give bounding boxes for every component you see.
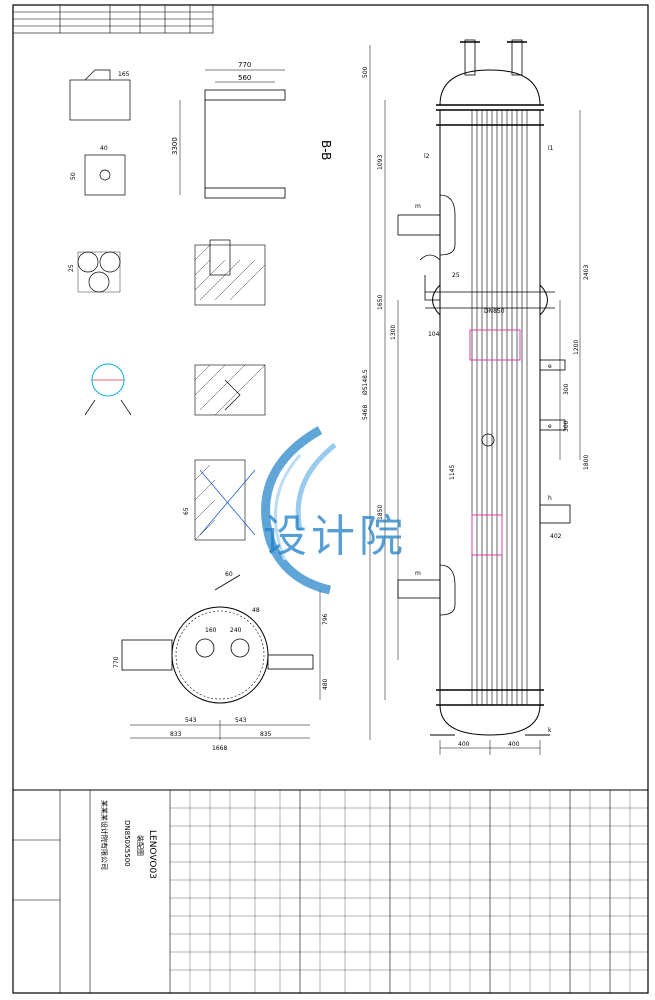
plan-dim-5: 160: [205, 627, 217, 634]
nozzle-label-3: m: [415, 570, 421, 577]
detail-views: [69, 69, 266, 541]
dim-right-2: 300: [563, 383, 570, 395]
dim-bottom-1: 400: [508, 741, 520, 748]
inner-dim-5: 402: [550, 533, 562, 540]
detail-dim-text: 40 50 25 165 65: [68, 71, 190, 515]
nozzle-label-5: e: [548, 423, 552, 430]
main-view-dimensions: [369, 45, 581, 755]
vessel-main-view: [397, 39, 571, 736]
watermark-text: 设计院: [263, 511, 407, 562]
watermark-logo-icon: [261, 426, 337, 595]
inner-dim-4: 1145: [449, 465, 456, 480]
nozzle-label-4: e: [548, 363, 552, 370]
plan-view-dim-text: 833 835 1668 543 543 160 240 48 796 480 …: [113, 571, 329, 752]
plan-dim-9: 480: [322, 678, 329, 690]
nozzle-label-0: l1: [548, 145, 554, 152]
section-bb-title: B-B: [319, 140, 333, 160]
plan-dim-1: 835: [260, 731, 272, 738]
plan-dim-8: 796: [322, 613, 329, 625]
dim-left-3: 1300: [390, 325, 397, 340]
dim-left-0: 500: [362, 66, 369, 78]
nozzle-label-7: k: [548, 727, 552, 734]
section-bb-text: B-B 770 560 3300: [171, 61, 333, 160]
revision-box: [12, 4, 214, 34]
main-view-dim-text: 500 1093 1650 1300 5468 1850 ØS148.5 240…: [362, 66, 590, 748]
inner-dim-3: DN850: [484, 308, 505, 315]
plan-dim-11: 60: [225, 571, 233, 578]
dim-left-6: ØS148.5: [362, 369, 369, 395]
drawing-code: LENOVO03: [147, 830, 157, 879]
detail-dim-4: 65: [183, 507, 190, 515]
dim-right-3: 300: [563, 420, 570, 432]
dim-bottom-0: 400: [458, 741, 470, 748]
drawing-name: 装配图: [136, 835, 145, 856]
dim-left-4: 5468: [362, 405, 369, 420]
dim-left-1: 1093: [377, 155, 384, 170]
drawing-no: DN850X5500: [123, 820, 131, 867]
plan-dim-7: 48: [252, 607, 260, 614]
hatching: [194, 244, 266, 541]
inner-dim-0: 25: [452, 272, 460, 279]
dim-left-5: 1850: [377, 505, 384, 520]
plan-dim-2: 1668: [212, 745, 227, 752]
section-dim-0: 770: [238, 61, 251, 69]
inner-dim-1: 104: [428, 331, 440, 338]
dim-right-4: 1800: [583, 455, 590, 470]
detail-dim-3: 165: [118, 71, 130, 78]
detail-dim-2: 25: [68, 264, 75, 272]
dim-right-1: 1200: [573, 340, 580, 355]
title-block: [12, 789, 649, 994]
section-dim-2: 3300: [171, 137, 179, 155]
title-block-text: 某某某设计院有限公司 DN850X5500 装配图 LENOVO03: [100, 800, 157, 879]
plan-dim-10: 770: [113, 656, 120, 668]
nozzle-label-6: h: [548, 495, 552, 502]
plan-view: [121, 574, 321, 740]
section-dim-1: 560: [238, 74, 251, 82]
section-bb-view: [179, 69, 286, 199]
detail-dim-1: 50: [70, 172, 77, 180]
detail-dim-0: 40: [100, 145, 108, 152]
nozzle-label-1: l2: [424, 153, 430, 160]
plan-dim-4: 543: [235, 717, 247, 724]
nozzle-label-2: m: [415, 203, 421, 210]
plan-dim-0: 833: [170, 731, 182, 738]
company-name: 某某某设计院有限公司: [100, 800, 109, 870]
plan-dim-6: 240: [230, 627, 242, 634]
dim-left-2: 1650: [377, 295, 384, 310]
title-block-grid: [170, 790, 648, 993]
plan-dim-3: 543: [185, 717, 197, 724]
dim-right-0: 2403: [583, 265, 590, 280]
